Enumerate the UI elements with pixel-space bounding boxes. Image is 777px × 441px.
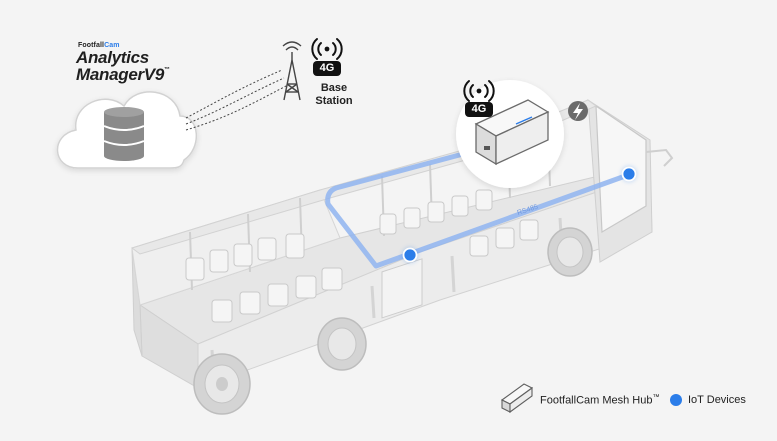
legend-iot-dot-icon <box>670 394 682 406</box>
wireless-signal-icon <box>311 38 343 60</box>
iot-device-dot <box>402 247 418 263</box>
database-icon <box>103 107 145 161</box>
iot-device-dot <box>621 166 637 182</box>
hub-4g-badge: 4G <box>465 102 493 117</box>
cell-tower-icon <box>282 41 302 101</box>
power-icon <box>568 101 588 121</box>
product-name-line1: Analytics <box>76 48 149 67</box>
signal-dotted-lines <box>185 69 287 131</box>
hub-wireless-signal-icon <box>463 80 495 102</box>
legend-hub-icon <box>500 383 534 414</box>
legend-iot-label: IoT Devices <box>688 394 746 406</box>
brand-logo-small: FootfallCam <box>78 42 120 49</box>
base-station-label: Base Station <box>315 82 353 107</box>
mesh-hub-device-icon <box>474 99 550 166</box>
product-name-line2: ManagerV9™ <box>76 65 170 84</box>
trademark-mark: ™ <box>164 67 170 73</box>
rs485-cable <box>325 147 631 269</box>
base-station-4g-badge: 4G <box>313 61 341 76</box>
bus-wheels <box>193 227 593 415</box>
legend-hub-label: FootfallCam Mesh Hub™ <box>540 394 660 407</box>
